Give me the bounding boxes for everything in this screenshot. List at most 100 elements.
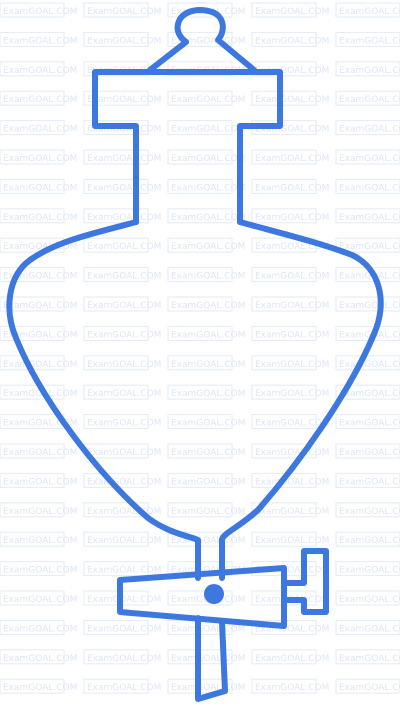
- watermark-text: ExamGOAL.COM: [339, 154, 400, 164]
- watermark-box: [83, 267, 149, 283]
- watermark-text: ExamGOAL.COM: [87, 125, 161, 135]
- watermark-box: [0, 267, 65, 283]
- watermark-box: [335, 590, 400, 606]
- watermark-box: [335, 384, 400, 400]
- watermark-text: ExamGOAL.COM: [3, 683, 77, 693]
- watermark-text: ExamGOAL.COM: [339, 242, 400, 252]
- stopcock-handle: [281, 548, 329, 615]
- watermark-box: [335, 678, 400, 694]
- watermark-text: ExamGOAL.COM: [171, 154, 245, 164]
- watermark-text: ExamGOAL.COM: [3, 154, 77, 164]
- watermark-box: [251, 531, 317, 547]
- watermark-box: [335, 178, 400, 194]
- watermark-text: ExamGOAL.COM: [171, 419, 245, 429]
- watermark-box: [335, 502, 400, 518]
- watermark-box: [0, 61, 65, 77]
- watermark-box: [0, 2, 65, 18]
- watermark-box: [83, 355, 149, 371]
- watermark-text: ExamGOAL.COM: [87, 507, 161, 517]
- watermark-box: [167, 355, 233, 371]
- watermark-text: ExamGOAL.COM: [87, 301, 161, 311]
- watermark-box: [83, 325, 149, 341]
- watermark-box: [335, 619, 400, 635]
- watermark-box: [167, 149, 233, 165]
- watermark-text: ExamGOAL.COM: [171, 301, 245, 311]
- watermark-text: ExamGOAL.COM: [255, 448, 329, 458]
- watermark-box: [167, 325, 233, 341]
- watermark-text: ExamGOAL.COM: [255, 507, 329, 517]
- watermark-text: ExamGOAL.COM: [3, 213, 77, 223]
- watermark-text: ExamGOAL.COM: [87, 654, 161, 664]
- watermark-box: [83, 120, 149, 136]
- watermark-box: [0, 678, 65, 694]
- watermark-text: ExamGOAL.COM: [3, 507, 77, 517]
- watermark-box: [0, 561, 65, 577]
- watermark-text: ExamGOAL.COM: [255, 272, 329, 282]
- watermark-box: [0, 472, 65, 488]
- watermark-text: ExamGOAL.COM: [339, 389, 400, 399]
- watermark-box: [167, 208, 233, 224]
- watermark-text: ExamGOAL.COM: [255, 301, 329, 311]
- watermark-text: ExamGOAL.COM: [87, 683, 161, 693]
- watermark-text: ExamGOAL.COM: [339, 448, 400, 458]
- watermark-box: [251, 472, 317, 488]
- watermark-text: ExamGOAL.COM: [171, 125, 245, 135]
- watermark-text: ExamGOAL.COM: [3, 330, 77, 340]
- watermark-box: [83, 90, 149, 106]
- watermark-box: [335, 649, 400, 665]
- watermark-box: [335, 237, 400, 253]
- watermark-text: ExamGOAL.COM: [339, 360, 400, 370]
- watermark-text: ExamGOAL.COM: [255, 95, 329, 105]
- watermark-text: ExamGOAL.COM: [3, 654, 77, 664]
- watermark-box: [335, 414, 400, 430]
- watermark-box: [167, 443, 233, 459]
- watermark-box: [83, 561, 149, 577]
- watermark-text: ExamGOAL.COM: [339, 272, 400, 282]
- watermark-box: [335, 2, 400, 18]
- watermark-text: ExamGOAL.COM: [87, 595, 161, 605]
- watermark-text: ExamGOAL.COM: [255, 477, 329, 487]
- watermark-text: ExamGOAL.COM: [339, 213, 400, 223]
- watermark-text: ExamGOAL.COM: [255, 183, 329, 193]
- watermark-box: [0, 149, 65, 165]
- watermark-box: [335, 355, 400, 371]
- stopcock-key: [117, 565, 287, 629]
- watermark-box: [0, 31, 65, 47]
- watermark-box: [0, 296, 65, 312]
- watermark-text: ExamGOAL.COM: [87, 566, 161, 576]
- watermark-text: ExamGOAL.COM: [87, 272, 161, 282]
- watermark-box: [0, 619, 65, 635]
- watermark-box: [83, 149, 149, 165]
- watermark-box: [335, 561, 400, 577]
- watermark-text: ExamGOAL.COM: [171, 272, 245, 282]
- watermark-text: ExamGOAL.COM: [171, 448, 245, 458]
- watermark-box: [335, 90, 400, 106]
- watermark-text: ExamGOAL.COM: [255, 7, 329, 17]
- watermark-box: [83, 649, 149, 665]
- watermark-text: ExamGOAL.COM: [87, 536, 161, 546]
- watermark-text: ExamGOAL.COM: [87, 213, 161, 223]
- watermark-text: ExamGOAL.COM: [255, 36, 329, 46]
- watermark-box: [0, 531, 65, 547]
- watermark-text: ExamGOAL.COM: [339, 36, 400, 46]
- watermark-box: [251, 90, 317, 106]
- watermark-box: [251, 208, 317, 224]
- watermark-box: [0, 325, 65, 341]
- watermark-box: [335, 61, 400, 77]
- watermark-text: ExamGOAL.COM: [3, 66, 77, 76]
- watermark-text: ExamGOAL.COM: [255, 624, 329, 634]
- watermark-box: [335, 120, 400, 136]
- watermark-text: ExamGOAL.COM: [87, 183, 161, 193]
- watermark-box: [0, 649, 65, 665]
- watermark-text: ExamGOAL.COM: [255, 125, 329, 135]
- watermark-box: [0, 502, 65, 518]
- watermark-text: ExamGOAL.COM: [87, 624, 161, 634]
- watermark-text: ExamGOAL.COM: [255, 66, 329, 76]
- watermark-text: ExamGOAL.COM: [339, 7, 400, 17]
- watermark-text: ExamGOAL.COM: [339, 536, 400, 546]
- watermark-text: ExamGOAL.COM: [3, 360, 77, 370]
- watermark-text: ExamGOAL.COM: [3, 272, 77, 282]
- watermark-text: ExamGOAL.COM: [339, 566, 400, 576]
- watermark-box: [167, 90, 233, 106]
- watermark-box: [0, 208, 65, 224]
